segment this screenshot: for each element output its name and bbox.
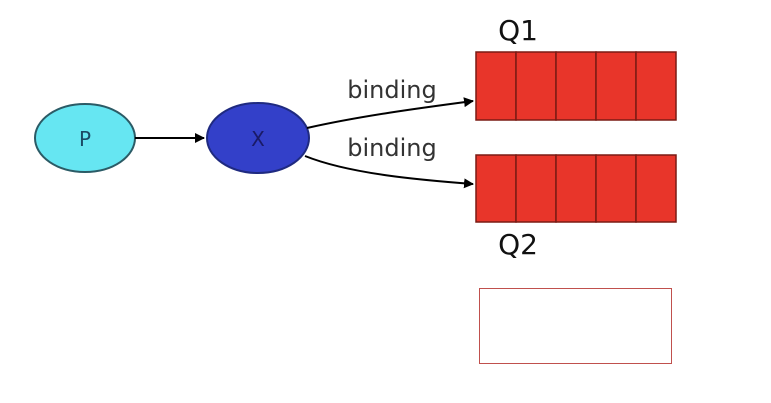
queue-q1-cells <box>475 51 677 121</box>
queue-q2-label: Q2 <box>498 228 538 261</box>
queue-q1-label: Q1 <box>498 14 538 47</box>
exchange-label: X <box>251 127 265 151</box>
queue-cell <box>475 154 517 223</box>
queue-cell <box>635 51 677 121</box>
queue-cell <box>515 51 557 121</box>
queue-q1: Q1 <box>475 14 677 121</box>
exchange-ellipse <box>206 102 310 174</box>
binding-label-q2: binding <box>347 134 436 162</box>
queue-cell <box>475 51 517 121</box>
queue-cell <box>635 154 677 223</box>
binding-label-q1: binding <box>347 76 436 104</box>
edge-exchange-to-q2 <box>304 155 474 189</box>
queue-q2: Q2 <box>475 154 677 261</box>
queue-cell <box>595 51 637 121</box>
queue-cell <box>555 51 597 121</box>
exchange-node: X <box>206 102 310 174</box>
queue-cell <box>555 154 597 223</box>
queue-cell <box>595 154 637 223</box>
producer-node: P <box>34 103 136 173</box>
queue-cell <box>515 154 557 223</box>
empty-rectangle <box>479 288 672 364</box>
edge-exchange-to-q1 <box>306 97 474 129</box>
producer-label: P <box>79 127 91 151</box>
queue-q2-cells <box>475 154 677 223</box>
